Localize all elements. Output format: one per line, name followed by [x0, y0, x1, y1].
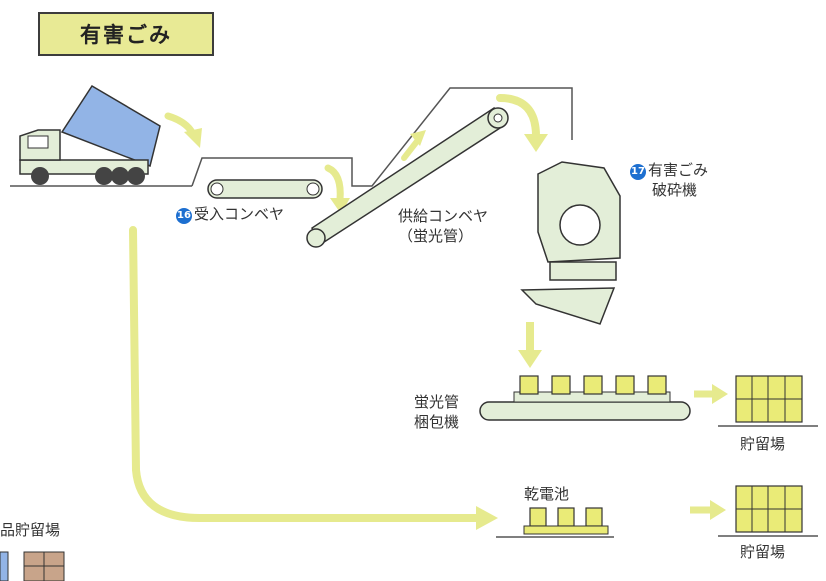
flow-arrow-to-battery	[129, 226, 482, 522]
receiving-conveyor-text: 受入コンベヤ	[194, 205, 285, 223]
packer-line2: 梱包機	[414, 413, 460, 431]
battery-box	[529, 507, 547, 527]
storage-label-2: 貯留場	[740, 543, 786, 561]
battery-box	[557, 507, 575, 527]
flow-arrow-to-crusher	[496, 94, 540, 140]
packed-box	[519, 375, 539, 395]
battery-pallet	[523, 507, 609, 535]
supply-conveyor	[306, 106, 509, 248]
flow-arrow-up-conveyor	[401, 137, 421, 161]
packer-machine	[479, 375, 691, 421]
flow-arrow-receiving-to-supply	[324, 164, 344, 204]
flow-arrow-head	[410, 130, 426, 146]
battery-label: 乾電池	[524, 485, 570, 503]
dump-truck	[19, 84, 161, 185]
packer-label: 蛍光管 梱包機	[414, 392, 459, 432]
crusher-machine	[520, 161, 621, 325]
truck-window	[27, 135, 49, 149]
receiving-conveyor	[207, 179, 323, 199]
number-badge: 16	[176, 208, 192, 224]
packer-line1: 蛍光管	[414, 393, 460, 411]
flow-arrow-head	[712, 384, 728, 404]
truck-wheel	[111, 167, 129, 185]
building-outline	[191, 87, 573, 187]
flow-arrow-head	[184, 128, 202, 148]
page-title: 有害ごみ	[38, 12, 214, 56]
storage-crates-2	[735, 485, 803, 533]
crusher-line1: 有害ごみ	[648, 161, 709, 179]
packed-box	[647, 375, 667, 395]
flow-arrow-head	[710, 500, 726, 520]
partial-storage-crates	[0, 551, 65, 581]
battery-box	[585, 507, 603, 527]
supply-conveyor-line1: 供給コンベヤ	[398, 207, 489, 225]
flow-arrow-head	[524, 134, 548, 152]
supply-conveyor-label: 供給コンベヤ （蛍光管）	[398, 206, 488, 246]
packed-box	[583, 375, 603, 395]
number-badge: 17	[630, 164, 646, 180]
truck-wheel	[31, 167, 49, 185]
flow-arrow-head	[330, 198, 350, 214]
partial-storage-label: 品貯留場	[0, 521, 61, 539]
flow-arrow-head	[518, 350, 542, 368]
supply-conveyor-line2: （蛍光管）	[398, 227, 474, 245]
truck-wheel	[95, 167, 113, 185]
truck-wheel	[127, 167, 145, 185]
packed-box	[551, 375, 571, 395]
storage-label-1: 貯留場	[740, 435, 786, 453]
storage-crates-1	[735, 375, 803, 423]
truck-bed	[60, 84, 161, 168]
flow-arrow-to-battery-head	[476, 506, 498, 530]
packed-box	[615, 375, 635, 395]
crusher-line2: 破砕機	[652, 181, 698, 199]
